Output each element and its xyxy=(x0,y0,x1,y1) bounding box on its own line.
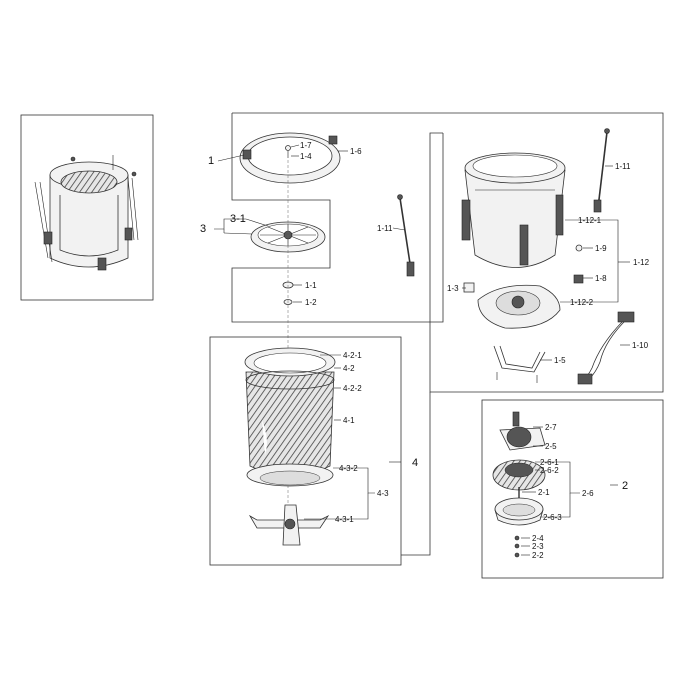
label-1-8: 1-8 xyxy=(595,274,607,283)
assembly-1-frame xyxy=(231,112,664,393)
label-4-3-1: 4-3-1 xyxy=(335,515,354,524)
label-2-6-1: 2-6-1 xyxy=(540,458,559,467)
label-1-11-right: 1-11 xyxy=(615,162,631,171)
label-1-7: 1-7 xyxy=(300,141,312,150)
label-4: 4 xyxy=(412,457,418,469)
lid-ring-part xyxy=(239,132,341,184)
flange-shaft-part xyxy=(248,504,330,546)
label-1-10: 1-10 xyxy=(632,341,649,350)
label-2-6: 2-6 xyxy=(582,489,594,498)
clutch-part xyxy=(499,411,546,451)
label-1-12-1: 1-12-1 xyxy=(578,216,602,225)
rotor-part xyxy=(494,497,544,526)
assembly-4-frame xyxy=(209,336,431,566)
overview-inset xyxy=(20,114,154,301)
label-2-4: 2-4 xyxy=(532,534,544,543)
bolt-parts-2 xyxy=(514,487,520,558)
label-1-9: 1-9 xyxy=(595,244,607,253)
inner-drum-part xyxy=(244,347,336,487)
outer-tub-part xyxy=(461,152,566,268)
assembly-2-frame xyxy=(481,399,664,579)
bracket-part xyxy=(493,345,546,383)
label-2-2: 2-2 xyxy=(532,551,544,560)
label-1: 1 xyxy=(208,155,214,167)
label-4-3-2: 4-3-2 xyxy=(339,464,358,473)
label-1-12: 1-12 xyxy=(633,258,650,267)
suspension-rod-right xyxy=(593,128,610,213)
label-2: 2 xyxy=(622,480,628,492)
overview-washer-tub-image xyxy=(34,155,139,271)
part-labels: 1 1-7 1-4 1-6 3 3-1 1-1 1-2 1-11 1-11 1-… xyxy=(200,141,650,560)
suspension-rod-left xyxy=(397,194,415,277)
label-2-7: 2-7 xyxy=(545,423,557,432)
small-parts-1 xyxy=(463,244,584,293)
label-4-2: 4-2 xyxy=(343,364,355,373)
label-2-3: 2-3 xyxy=(532,542,544,551)
label-2-6-3: 2-6-3 xyxy=(543,513,562,522)
label-4-2-2: 4-2-2 xyxy=(343,384,362,393)
label-1-11-left: 1-11 xyxy=(377,224,393,233)
label-3: 3 xyxy=(200,223,206,235)
leader-lines xyxy=(214,144,630,556)
label-4-1: 4-1 xyxy=(343,416,355,425)
label-2-5: 2-5 xyxy=(545,442,557,451)
label-1-12-2: 1-12-2 xyxy=(570,298,594,307)
label-1-3: 1-3 xyxy=(447,284,459,293)
label-1-4: 1-4 xyxy=(300,152,312,161)
wire-harness-part xyxy=(577,311,635,385)
label-4-2-1: 4-2-1 xyxy=(343,351,362,360)
label-1-1: 1-1 xyxy=(305,281,317,290)
label-3-1: 3-1 xyxy=(230,213,246,225)
label-2-1: 2-1 xyxy=(538,488,550,497)
stator-part xyxy=(492,459,546,491)
label-1-5: 1-5 xyxy=(554,356,566,365)
label-4-3: 4-3 xyxy=(377,489,389,498)
label-2-6-2: 2-6-2 xyxy=(540,466,559,475)
tub-base-part xyxy=(477,284,561,329)
label-1-2: 1-2 xyxy=(305,298,317,307)
label-1-6: 1-6 xyxy=(350,147,362,156)
